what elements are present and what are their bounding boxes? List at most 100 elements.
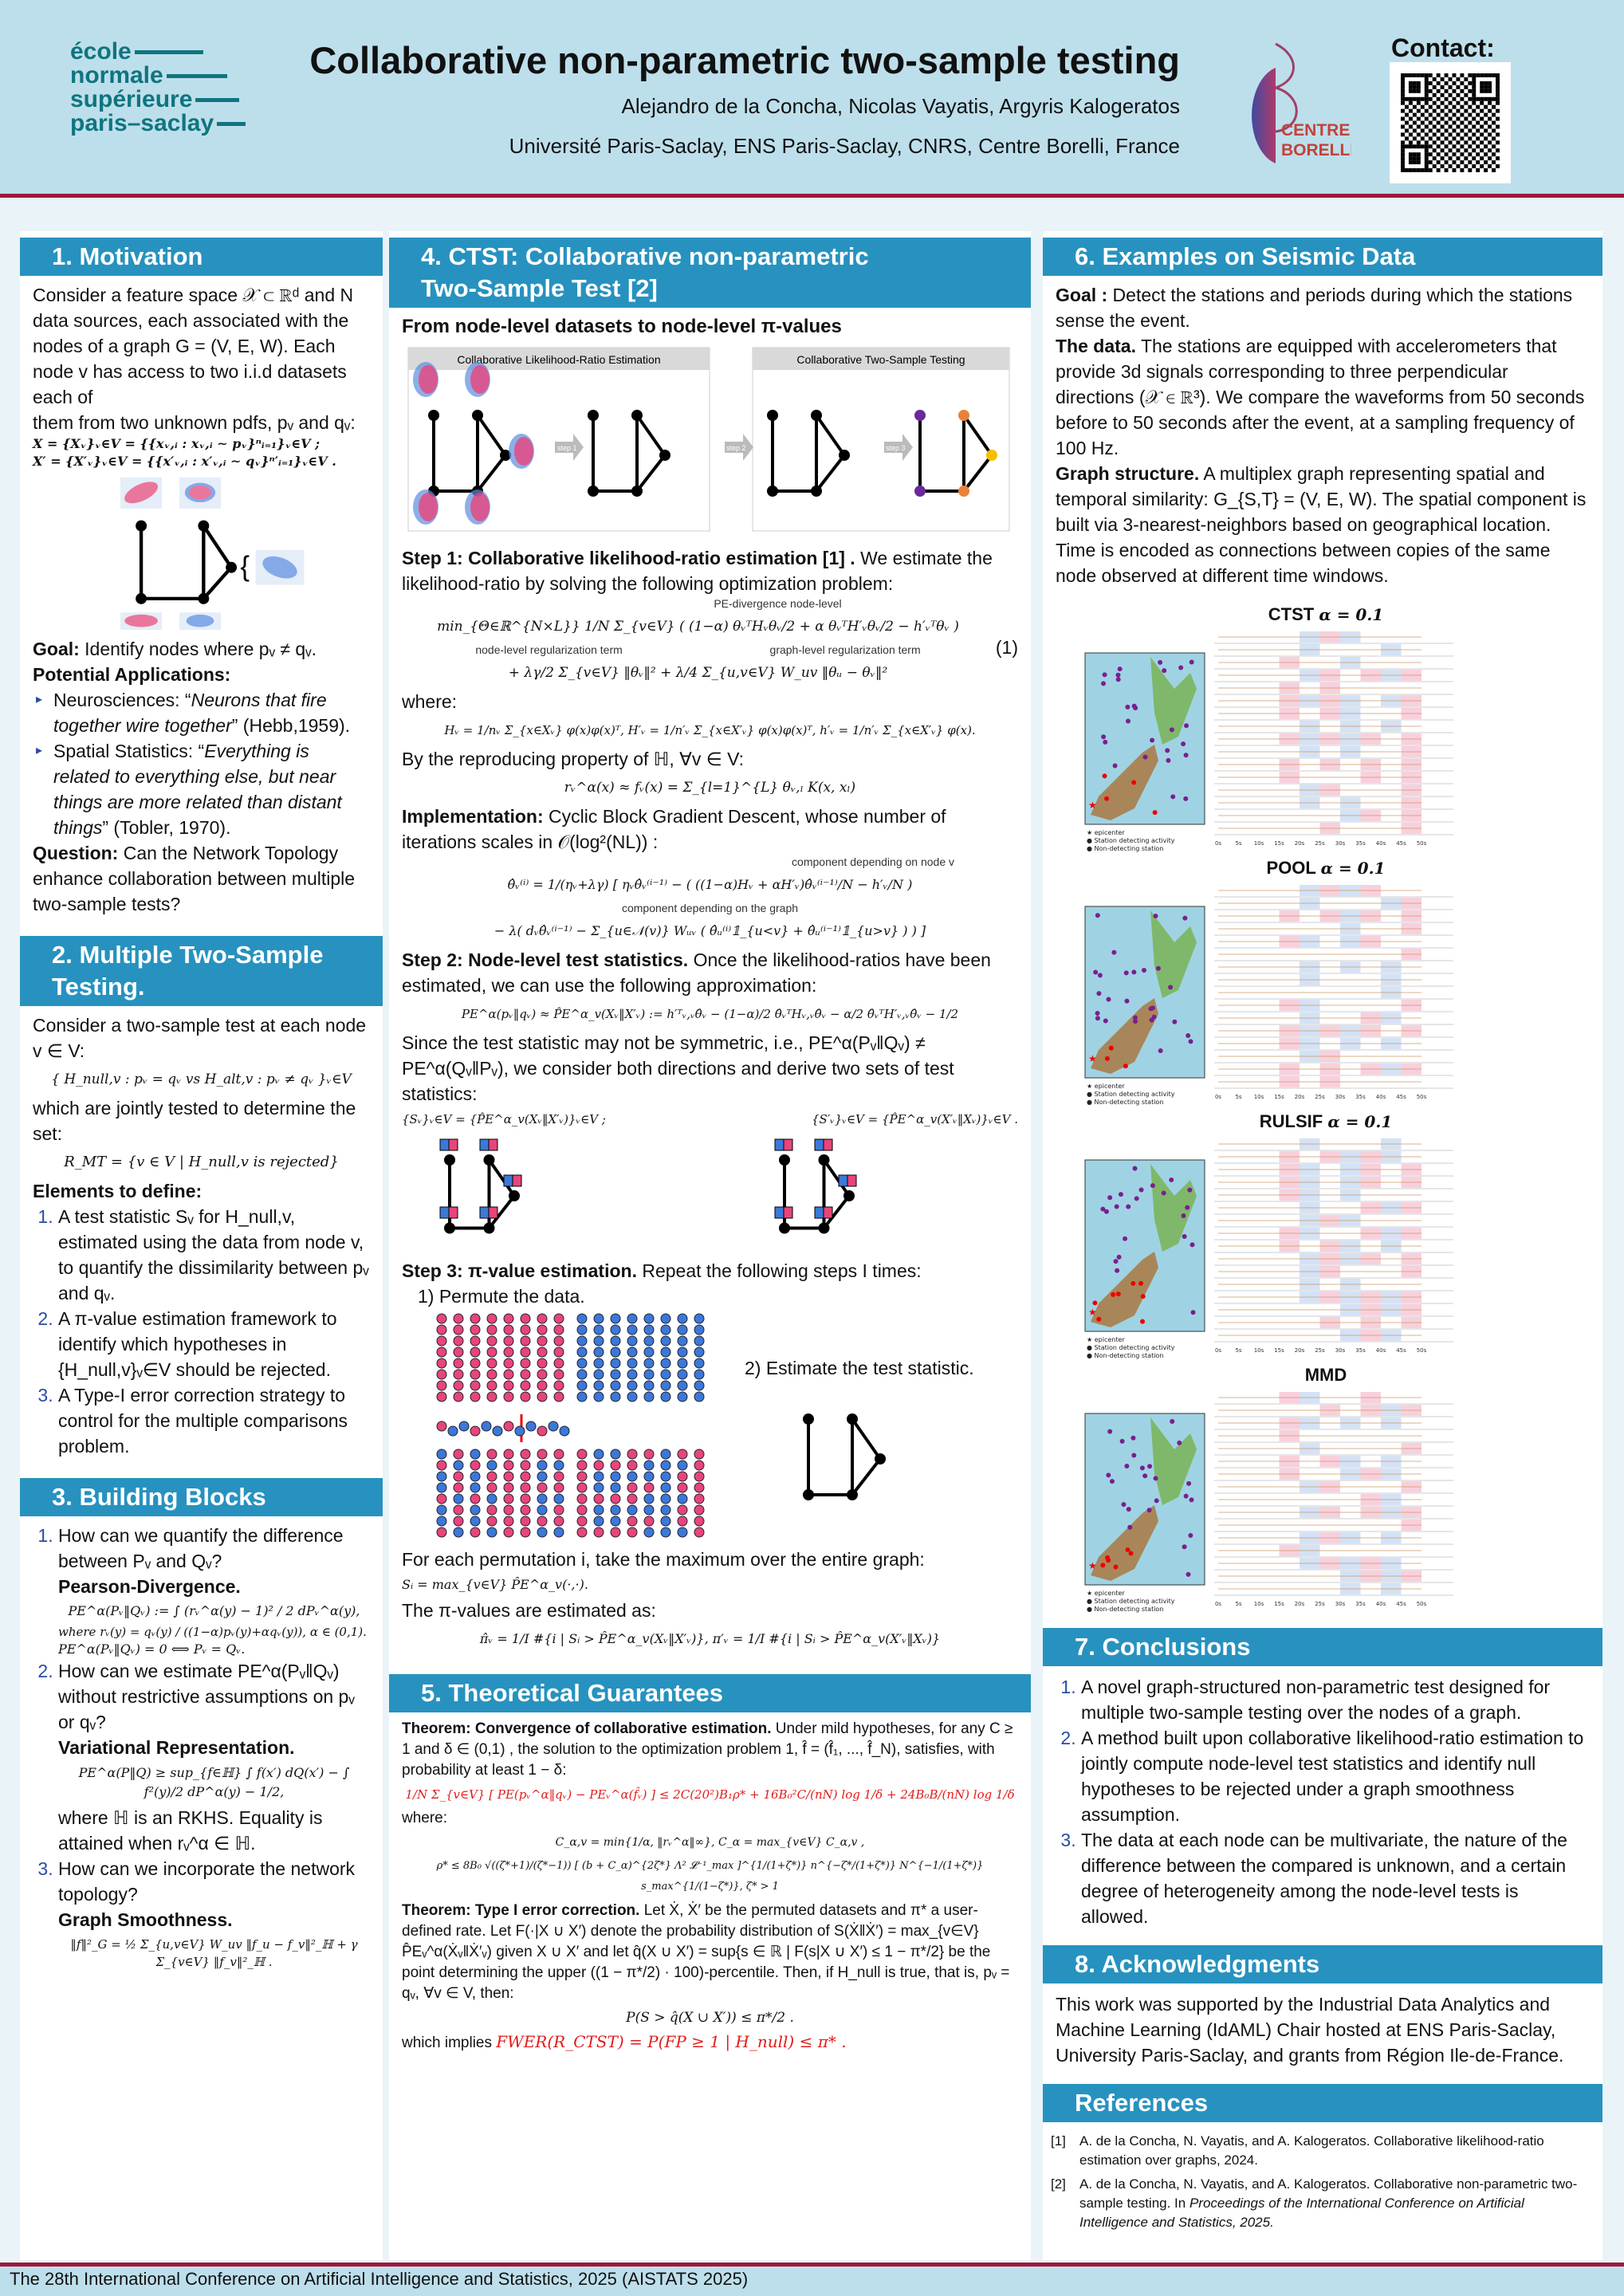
sample-dot [643, 1324, 655, 1335]
tick-label: 10s [1254, 1094, 1264, 1100]
station-marker [1104, 1056, 1110, 1061]
permuted-dot [453, 1460, 464, 1471]
graph-node [444, 1154, 455, 1166]
qr-module [1440, 116, 1445, 121]
qr-module [1480, 140, 1484, 145]
permuted-dot [470, 1460, 481, 1471]
qr-module [1452, 96, 1457, 101]
stat-pink [488, 1138, 498, 1151]
permuted-dot [520, 1482, 531, 1493]
sample-dot [553, 1391, 564, 1402]
sample-dot [660, 1391, 671, 1402]
qr-code[interactable] [1390, 62, 1511, 183]
permuted-dot [610, 1460, 621, 1471]
permuted-dot [486, 1449, 497, 1460]
sample-dot [610, 1324, 621, 1335]
equation: PE^α(pᵥ‖qᵥ) ≈ P̂E^α_v(Xᵥ‖X′ᵥ) := h′ᵀᵥ,ᵥθ… [461, 1007, 959, 1021]
label: Question: [33, 843, 119, 863]
sample-dot [593, 1313, 604, 1324]
qr-module [1480, 124, 1484, 129]
qr-module [1424, 85, 1429, 89]
svg-text:step 2: step 2 [726, 444, 746, 452]
qr-module [1456, 164, 1461, 169]
tick-label: 30s [1335, 1601, 1346, 1607]
permuted-dot [593, 1460, 604, 1471]
tick-label: 5s [1235, 840, 1241, 847]
text: Let Ẋ, Ẋ′ be the permuted datasets and π… [402, 1902, 1010, 2002]
permuted-dot [453, 1516, 464, 1527]
permuted-dot [643, 1493, 655, 1504]
qr-module [1492, 104, 1496, 109]
qr-module [1401, 92, 1405, 97]
scatter-pink [419, 365, 438, 394]
qr-module [1436, 112, 1441, 117]
label: Elements to define: [33, 1181, 203, 1201]
graph-node [631, 410, 643, 421]
qr-module [1404, 128, 1409, 133]
qr-module [1464, 148, 1469, 153]
sample-dot [576, 1335, 588, 1347]
permuted-dot [694, 1516, 705, 1527]
north-island [1150, 1164, 1197, 1252]
tick-label: 40s [1376, 1601, 1386, 1607]
graph-node [779, 1222, 790, 1234]
graph-edge [822, 1194, 851, 1229]
qr-module [1401, 88, 1405, 93]
svg-text:Collaborative Likelihood-Ratio: Collaborative Likelihood-Ratio Estimatio… [457, 353, 660, 366]
qr-module [1488, 88, 1492, 93]
south-island [1091, 1252, 1158, 1327]
sample-dot [660, 1347, 671, 1358]
station-marker [1153, 1476, 1158, 1481]
station-marker [1182, 915, 1188, 921]
permuted-dot [503, 1482, 514, 1493]
station-marker [1097, 973, 1103, 978]
qr-module [1480, 116, 1484, 121]
permuted-dot [627, 1493, 638, 1504]
graph-node [803, 1489, 814, 1500]
sample-dot [576, 1380, 588, 1391]
permuted-dot [660, 1504, 671, 1516]
graph-edge [635, 414, 667, 457]
qr-module [1420, 168, 1425, 172]
qr-module [1496, 96, 1500, 101]
permuted-dot [436, 1516, 447, 1527]
tick-label: 0s [1215, 840, 1221, 847]
graph-edge [851, 1457, 882, 1496]
station-marker [1147, 1464, 1153, 1469]
section-seismic: 6. Examples on Seismic Data Goal : Detec… [1043, 238, 1602, 595]
qr-module [1440, 140, 1445, 145]
qr-module [1476, 96, 1480, 101]
permuted-dot [486, 1482, 497, 1493]
graph-node [818, 1154, 830, 1166]
sample-dot [643, 1358, 655, 1369]
qr-module [1424, 96, 1429, 101]
station-marker [1169, 1177, 1174, 1183]
qr-module [1452, 88, 1457, 93]
qr-module [1401, 77, 1405, 81]
qr-module [1401, 85, 1405, 89]
station-marker [1104, 796, 1110, 801]
epicenter-star: ★ [1088, 800, 1097, 811]
permuted-dot [553, 1504, 564, 1516]
step-heading: Step 3: π-value estimation. [402, 1260, 637, 1281]
section-title: 1. Motivation [20, 238, 383, 276]
qr-module [1488, 156, 1492, 161]
stat-blue [479, 1138, 490, 1151]
qr-module [1456, 116, 1461, 121]
qr-module [1432, 140, 1437, 145]
section-references: References [1]A. de la Concha, N. Vayati… [1043, 2084, 1602, 2242]
sample-dot [627, 1324, 638, 1335]
label: Potential Applications: [33, 664, 231, 685]
qr-module [1456, 140, 1461, 145]
qr-module [1472, 77, 1477, 81]
label: Goal: [33, 639, 80, 659]
qr-module [1492, 73, 1496, 77]
station-marker [1107, 1429, 1113, 1434]
permuted-dot [537, 1449, 548, 1460]
qr-module [1480, 132, 1484, 137]
sample-dot [486, 1324, 497, 1335]
list-item: A method built upon collaborative likeli… [1081, 1725, 1590, 1827]
qr-module [1488, 100, 1492, 105]
qr-module [1484, 85, 1488, 89]
sample-dot [660, 1358, 671, 1369]
